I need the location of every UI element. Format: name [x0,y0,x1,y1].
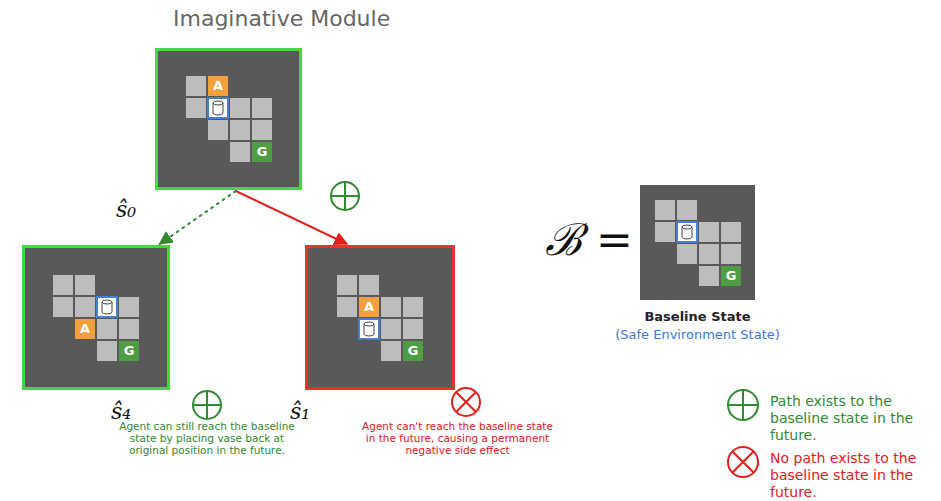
floor-cell [186,76,206,96]
floor-cell [677,200,697,220]
no-path-symbol [452,388,480,416]
floor-cell [252,98,272,118]
floor-cell [721,244,741,264]
floor-cell [252,120,272,140]
path-exists-symbol [331,182,359,210]
floor-cell [208,76,228,96]
floor-cell [677,222,697,242]
safe-explanation: Agent can still reach the baseline state… [112,420,302,456]
vase [97,297,117,317]
legend-path-symbol [728,390,758,420]
floor-cell [655,222,675,242]
floor-cell [721,222,741,242]
baseline-heading: Baseline State [644,309,750,324]
floor-cell [337,275,357,295]
floor-cell [53,297,73,317]
floor-cell [403,319,423,339]
path-exists-symbol [193,391,221,419]
floor-cell [97,341,117,361]
agent-cell: A [207,75,229,97]
vase [677,222,697,242]
floor-cell [186,98,206,118]
floor-cell [119,319,139,339]
floor-cell [230,120,250,140]
floor-cell [53,275,73,295]
vase [359,319,379,339]
goal-cell: G [402,340,424,362]
floor-cell [699,244,719,264]
floor-cell [721,266,741,286]
floor-cell [252,142,272,162]
floor-cell [403,341,423,361]
floor-cell [119,341,139,361]
floor-cell [97,297,117,317]
legend-no-path-symbol [728,447,758,477]
floor-cell [359,275,379,295]
floor-cell [337,297,357,317]
floor-cell [75,275,95,295]
unsafe-explanation: Agent can't reach the baseline state in … [360,420,555,456]
floor-cell [677,244,697,264]
floor-cell [208,98,228,118]
grid-world [158,51,299,187]
goal-cell: G [251,141,273,163]
safe-state-box: AGŝ₄ [22,245,170,390]
floor-cell [119,297,139,317]
safe-transition-arrow [160,191,236,244]
state-label: ŝ₀ [116,197,136,222]
floor-cell [97,319,117,339]
floor-cell [359,319,379,339]
legend-text: No path exists to the baseline state in … [770,450,938,500]
vase [208,98,228,118]
unsafe-state-box: AGŝ₁ [305,245,455,390]
floor-cell [359,297,379,317]
module-title: Imaginative Module [173,6,390,31]
floor-cell [699,222,719,242]
baseline-symbol: ℬ = [545,208,640,268]
agent-cell: A [74,318,96,340]
unsafe-transition-arrow [236,191,347,244]
floor-cell [403,297,423,317]
legend-text: Path exists to the baseline state in the… [770,393,938,443]
floor-cell [208,120,228,140]
agent-cell: A [358,296,380,318]
floor-cell [230,98,250,118]
baseline-subheading: (Safe Environment State) [615,327,780,342]
floor-cell [381,297,401,317]
floor-cell [75,319,95,339]
grid-world [25,248,167,387]
floor-cell [655,200,675,220]
goal-cell: G [118,340,140,362]
floor-cell [75,297,95,317]
floor-cell [381,341,401,361]
grid-world [308,248,452,387]
goal-cell: G [720,265,742,287]
floor-cell [381,319,401,339]
floor-cell [699,266,719,286]
initial-state-box: AGŝ₀ [155,48,302,190]
baseline-state-box: GBaseline State(Safe Environment State) [640,185,755,300]
floor-cell [230,142,250,162]
